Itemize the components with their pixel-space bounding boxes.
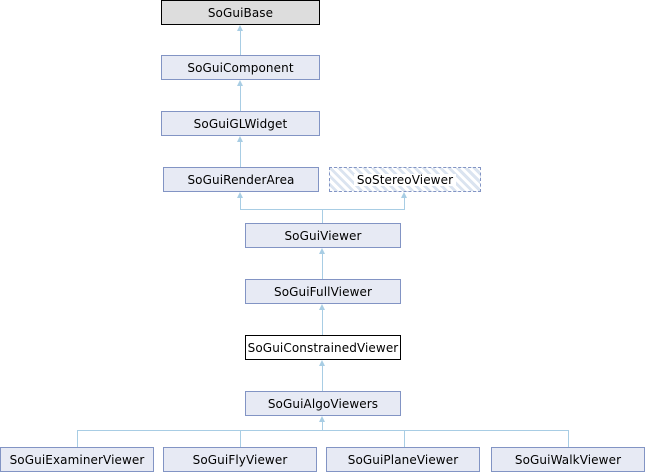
- edge-line-bus-to-planeviewer: [404, 430, 405, 447]
- edge-line-bus-to-viewer: [322, 209, 323, 223]
- edge-arrow-renderarea-to-glwidget: [237, 136, 243, 142]
- class-node-label: SoGuiWalkViewer: [514, 452, 622, 467]
- edge-line-component-to-base: [240, 31, 241, 55]
- edge-arrow-viewer-to-stereoviewer: [401, 192, 407, 198]
- class-node-sogui-component[interactable]: SoGuiComponent: [161, 55, 320, 80]
- class-node-sogui-base[interactable]: SoGuiBase: [161, 0, 320, 25]
- class-node-label: SoStereoViewer: [353, 173, 457, 186]
- class-node-sogui-glwidget[interactable]: SoGuiGLWidget: [161, 111, 320, 136]
- edge-arrow-viewer-to-renderarea: [237, 192, 243, 198]
- class-node-label: SoGuiExaminerViewer: [9, 452, 145, 467]
- edge-arrow-fullviewer-to-viewer: [319, 248, 325, 254]
- class-node-sogui-constrainedviewer[interactable]: SoGuiConstrainedViewer: [245, 335, 401, 360]
- class-node-label: SoGuiBase: [207, 5, 274, 20]
- class-node-sogui-examinerviewer[interactable]: SoGuiExaminerViewer: [0, 447, 154, 472]
- edge-bus-leaf-viewers: [77, 430, 569, 431]
- class-node-label: SoGuiConstrainedViewer: [247, 340, 399, 355]
- edge-line-viewer-to-stereoviewer: [404, 198, 405, 209]
- class-node-sogui-flyviewer[interactable]: SoGuiFlyViewer: [163, 447, 317, 472]
- class-node-sogui-walkviewer[interactable]: SoGuiWalkViewer: [491, 447, 645, 472]
- edge-line-bus-to-examinerviewer: [77, 430, 78, 447]
- edge-line-fullviewer-to-viewer: [322, 254, 323, 279]
- class-node-sogui-planeviewer[interactable]: SoGuiPlaneViewer: [326, 447, 480, 472]
- edge-arrow-glwidget-to-component: [237, 80, 243, 86]
- class-node-label: SoGuiComponent: [187, 60, 294, 75]
- class-node-label: SoGuiFlyViewer: [192, 452, 288, 467]
- edge-line-leafbus-to-algoviewers: [322, 422, 323, 431]
- class-node-sogui-viewer[interactable]: SoGuiViewer: [245, 223, 401, 248]
- class-node-sogui-renderarea[interactable]: SoGuiRenderArea: [163, 167, 319, 192]
- edge-arrow-algoviewers-to-constrainedviewer: [319, 360, 325, 366]
- edge-line-algoviewers-to-constrainedviewer: [322, 366, 323, 391]
- class-node-label: SoGuiPlaneViewer: [347, 452, 459, 467]
- class-node-label: SoGuiRenderArea: [187, 172, 295, 187]
- class-node-sogui-fullviewer[interactable]: SoGuiFullViewer: [245, 279, 401, 304]
- class-node-label: SoGuiViewer: [284, 228, 362, 243]
- class-node-sostereoviewer[interactable]: SoStereoViewer: [329, 167, 481, 192]
- edge-line-bus-to-flyviewer: [240, 430, 241, 447]
- class-node-label: SoGuiFullViewer: [273, 284, 372, 299]
- edge-line-bus-to-walkviewer: [568, 430, 569, 447]
- class-node-label: SoGuiGLWidget: [193, 116, 288, 131]
- class-node-label: SoGuiAlgoViewers: [267, 396, 379, 411]
- edge-arrow-constrainedviewer-to-fullviewer: [319, 304, 325, 310]
- edge-arrow-component-to-base: [237, 25, 243, 31]
- edge-line-renderarea-to-glwidget: [240, 142, 241, 167]
- class-node-sogui-algoviewers[interactable]: SoGuiAlgoViewers: [245, 391, 401, 416]
- edge-arrow-leafbus-to-algoviewers: [319, 416, 325, 422]
- edge-line-viewer-to-renderarea: [240, 198, 241, 209]
- edge-line-constrainedviewer-to-fullviewer: [322, 310, 323, 335]
- edge-line-glwidget-to-component: [240, 86, 241, 111]
